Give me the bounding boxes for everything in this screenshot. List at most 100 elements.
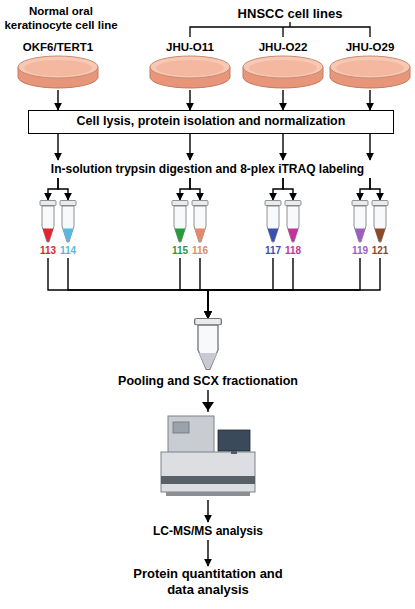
labeled-tube: 115: [171, 200, 189, 258]
tube-liquid: [268, 229, 279, 242]
tube-liquid: [43, 229, 54, 242]
process-step: LC-MS/MS analysis: [100, 522, 316, 540]
flow-arrow: [48, 258, 208, 318]
cell-culture-dish: JHU-O22: [241, 40, 325, 90]
itraq-tag-number: 118: [280, 244, 306, 258]
itraq-tag-number: 115: [167, 244, 193, 258]
dish-top: [330, 56, 410, 78]
flow-arrow: [48, 178, 58, 200]
dish-inner: [249, 60, 317, 76]
labeled-tube: 118: [284, 200, 302, 258]
tube-liquid: [375, 229, 386, 242]
tube-body: [267, 206, 279, 242]
flow-arrow: [57, 134, 58, 160]
microcentrifuge-tube: [171, 200, 189, 244]
tube-body: [354, 206, 366, 242]
flow-arrow: [283, 178, 293, 200]
microcentrifuge-tube: [59, 200, 77, 244]
tube-liquid: [288, 229, 299, 242]
flow-arrow: [68, 258, 208, 318]
flow-arrow: [370, 178, 380, 200]
tube-cap: [40, 201, 56, 206]
tube-cap: [265, 201, 281, 206]
bracket-line: [190, 22, 370, 37]
flow-arrow: [189, 134, 190, 160]
labeled-tube: 114: [59, 200, 77, 258]
petri-dish: [16, 54, 100, 90]
flow-arrow: [190, 178, 200, 200]
itraq-tag-number: 114: [55, 244, 81, 258]
process-text: LC-MS/MS analysis: [100, 522, 316, 540]
petri-dish: [148, 54, 232, 90]
group-label: Normal oral keratinocyte cell line: [0, 4, 122, 32]
tube-cap: [172, 201, 188, 206]
tube-liquid: [63, 229, 74, 242]
tube-cap: [285, 201, 301, 206]
microcentrifuge-tube: [284, 200, 302, 244]
tube-body: [287, 206, 299, 242]
mass-spectrometer-illustration: [158, 400, 258, 500]
process-text: Protein quantitation and data analysis: [120, 566, 296, 598]
itraq-tag-number: 121: [367, 244, 393, 258]
process-step: In-solution trypsin digestion and 8-plex…: [5, 160, 410, 178]
cell-culture-dish: OKF6/TERT1: [16, 40, 100, 90]
cell-line-name: JHU-O29: [328, 40, 412, 54]
process-text: In-solution trypsin digestion and 8-plex…: [5, 160, 410, 178]
front-panel: [161, 476, 255, 484]
tube-liquid: [355, 229, 366, 242]
tube-liquid: [199, 353, 217, 369]
dish-inner: [156, 60, 224, 76]
flow-arrow: [207, 390, 208, 522]
instrument-tower: [168, 416, 214, 454]
flow-arrow: [57, 90, 58, 110]
dish-inner: [336, 60, 404, 76]
flow-arrow: [208, 258, 293, 318]
dish-top: [18, 56, 98, 78]
flow-arrow: [360, 178, 370, 200]
flow-arrow: [369, 90, 370, 110]
itraq-tag-number: 119: [347, 244, 373, 258]
petri-dish: [241, 54, 325, 90]
instrument-screen: [218, 430, 250, 451]
microcentrifuge-tube: [193, 318, 223, 372]
flow-arrow: [189, 90, 190, 110]
flow-arrow: [282, 90, 283, 110]
dish-top: [150, 56, 230, 78]
dish-top: [243, 56, 323, 78]
pooled-tube: Pooling and SCX fractionation: [88, 318, 328, 390]
flow-arrow: [180, 258, 208, 318]
process-box: Cell lysis, protein isolation and normal…: [28, 110, 394, 134]
screen-stand: [231, 451, 237, 454]
arrow-head: [202, 402, 214, 411]
microcentrifuge-tube: [191, 200, 209, 244]
instrument-background: [158, 412, 258, 500]
instrument-foot: [166, 492, 250, 496]
itraq-tag-number: 116: [187, 244, 213, 258]
labeled-tube: 121: [371, 200, 389, 258]
petri-dish: [328, 54, 412, 90]
cell-line-name: JHU-O11: [148, 40, 232, 54]
flow-arrow: [369, 134, 370, 160]
process-text: Cell lysis, protein isolation and normal…: [29, 111, 393, 132]
process-text: Pooling and SCX fractionation: [88, 372, 328, 390]
microcentrifuge-tube: [264, 200, 282, 244]
microcentrifuge-tube: [351, 200, 369, 244]
microcentrifuge-tube: [371, 200, 389, 244]
labeled-tube: 119: [351, 200, 369, 258]
flow-arrow: [208, 258, 360, 318]
group-label: HNSCC cell lines: [200, 6, 380, 21]
itraq-tag-number: 113: [35, 244, 61, 258]
tube-body: [198, 325, 218, 369]
instrument-base: [161, 452, 255, 492]
tube-body: [374, 206, 386, 242]
cell-culture-dish: JHU-O29: [328, 40, 412, 90]
tube-body: [62, 206, 74, 242]
ion-source: [173, 422, 189, 433]
flow-arrow: [282, 134, 283, 160]
flow-arrow: [208, 258, 273, 318]
tube-cap: [372, 201, 388, 206]
tube-liquid: [175, 229, 186, 242]
process-step: Protein quantitation and data analysis: [120, 566, 296, 600]
